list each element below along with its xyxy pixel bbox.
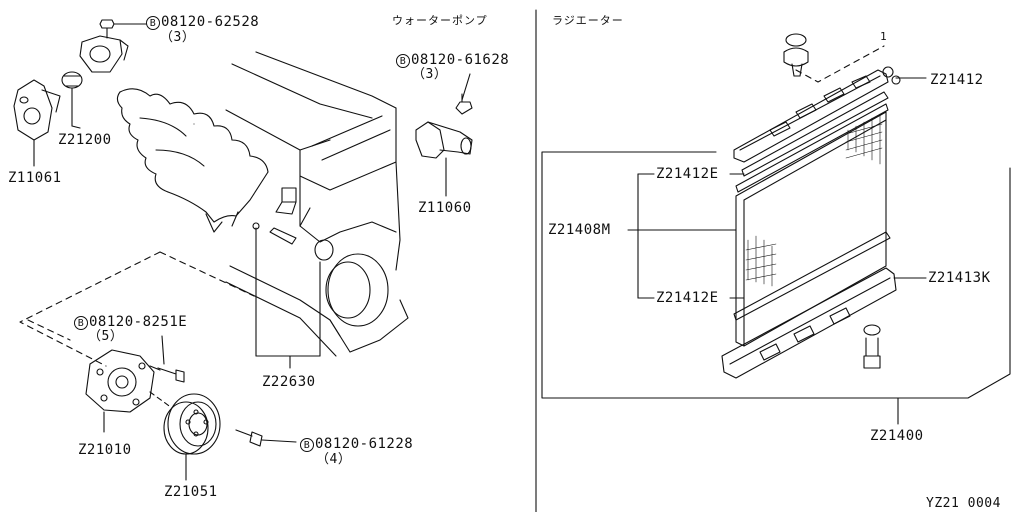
- diagram-ref-number: 1: [880, 30, 888, 43]
- bolt-marker-icon: B: [146, 16, 160, 30]
- bolt-code: 08120-8251E: [89, 314, 188, 330]
- dashed-guide-left: [19, 251, 255, 367]
- part-label-z21412e-top[interactable]: Z21412E: [656, 166, 719, 182]
- bolt-marker-icon: B: [396, 54, 410, 68]
- engine-block-drawing: [116, 51, 409, 357]
- heading-water-pump: ウォーターポンプ: [392, 14, 488, 27]
- bolt-code: 08120-62528: [161, 14, 260, 30]
- bolt-quantity: （3）: [412, 67, 448, 82]
- leader-lines: [71, 23, 471, 365]
- part-label-z21413k[interactable]: Z21413K: [928, 270, 991, 286]
- part-label-z21010[interactable]: Z21010: [78, 442, 132, 458]
- footer-code: YZ21 0004: [926, 496, 1001, 511]
- bolt-quantity: （3）: [160, 30, 196, 45]
- part-label-z22630[interactable]: Z22630: [262, 374, 316, 390]
- part-label-z21412e-bottom[interactable]: Z21412E: [656, 290, 719, 306]
- water-outlet-drawing: [415, 93, 473, 197]
- radiator-assembly-drawing: [541, 33, 1011, 425]
- heading-radiator: ラジエーター: [552, 14, 624, 27]
- thermostat-assembly-drawing: [13, 19, 129, 167]
- bolt-marker-icon: B: [300, 438, 314, 452]
- bolt-marker-icon: B: [74, 316, 88, 330]
- part-label-z21408m[interactable]: Z21408M: [548, 222, 611, 238]
- z22630-leader: [255, 227, 321, 369]
- bolt-code: 08120-61228: [315, 436, 414, 452]
- radiator-core-grid: [745, 113, 883, 287]
- bolt-quantity: （4）: [316, 452, 352, 467]
- part-label-z21051[interactable]: Z21051: [164, 484, 218, 500]
- water-pump-drawing: [85, 349, 185, 433]
- bolt-code: 08120-61628: [411, 52, 510, 68]
- part-label-z21400[interactable]: Z21400: [870, 428, 924, 444]
- part-label-z11061[interactable]: Z11061: [8, 170, 62, 186]
- bolt-quantity: （5）: [88, 329, 124, 344]
- part-label-z21200[interactable]: Z21200: [58, 132, 112, 148]
- part-label-z21412[interactable]: Z21412: [930, 72, 984, 88]
- pump-pulley-drawing: [149, 391, 297, 481]
- part-label-z11060[interactable]: Z11060: [418, 200, 472, 216]
